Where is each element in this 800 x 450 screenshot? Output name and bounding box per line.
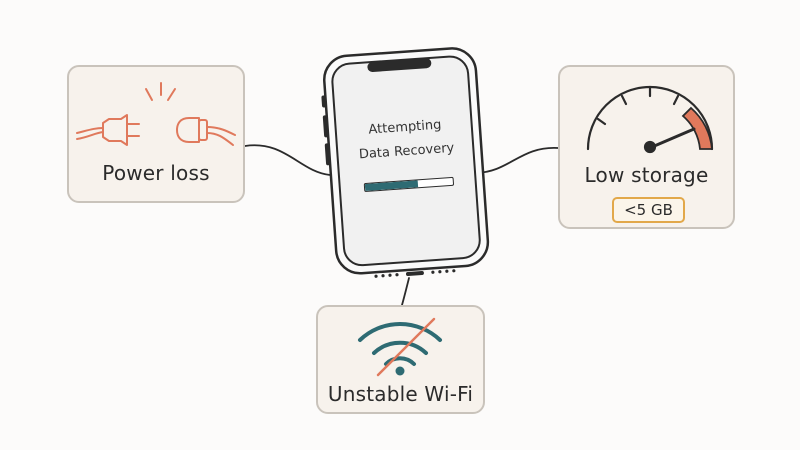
connector-power	[244, 144, 331, 176]
storage-badge: <5 GB	[612, 197, 685, 223]
phone-screen: Attempting Data Recovery	[339, 108, 475, 207]
wifi-slash	[376, 317, 436, 377]
wifi-crossed-icon	[358, 317, 442, 377]
unplugged-plug-icon	[76, 82, 236, 146]
phone: Attempting Data Recovery	[302, 42, 507, 282]
gauge-icon	[586, 85, 714, 154]
phone-outline	[321, 47, 490, 278]
unstable-wifi-label: Unstable Wi-Fi	[327, 382, 474, 406]
card-unstable-wifi: Unstable Wi-Fi	[316, 305, 485, 414]
recovery-progress-bar	[363, 176, 455, 193]
card-low-storage: Low storage <5 GB	[558, 65, 735, 229]
recovery-progress-fill	[364, 180, 418, 191]
power-loss-label: Power loss	[102, 161, 210, 185]
low-storage-label: Low storage	[584, 163, 709, 187]
wifi-dot	[395, 366, 405, 376]
connector-wifi	[401, 277, 410, 306]
connector-storage	[475, 147, 559, 174]
card-power-loss: Power loss	[67, 65, 245, 203]
